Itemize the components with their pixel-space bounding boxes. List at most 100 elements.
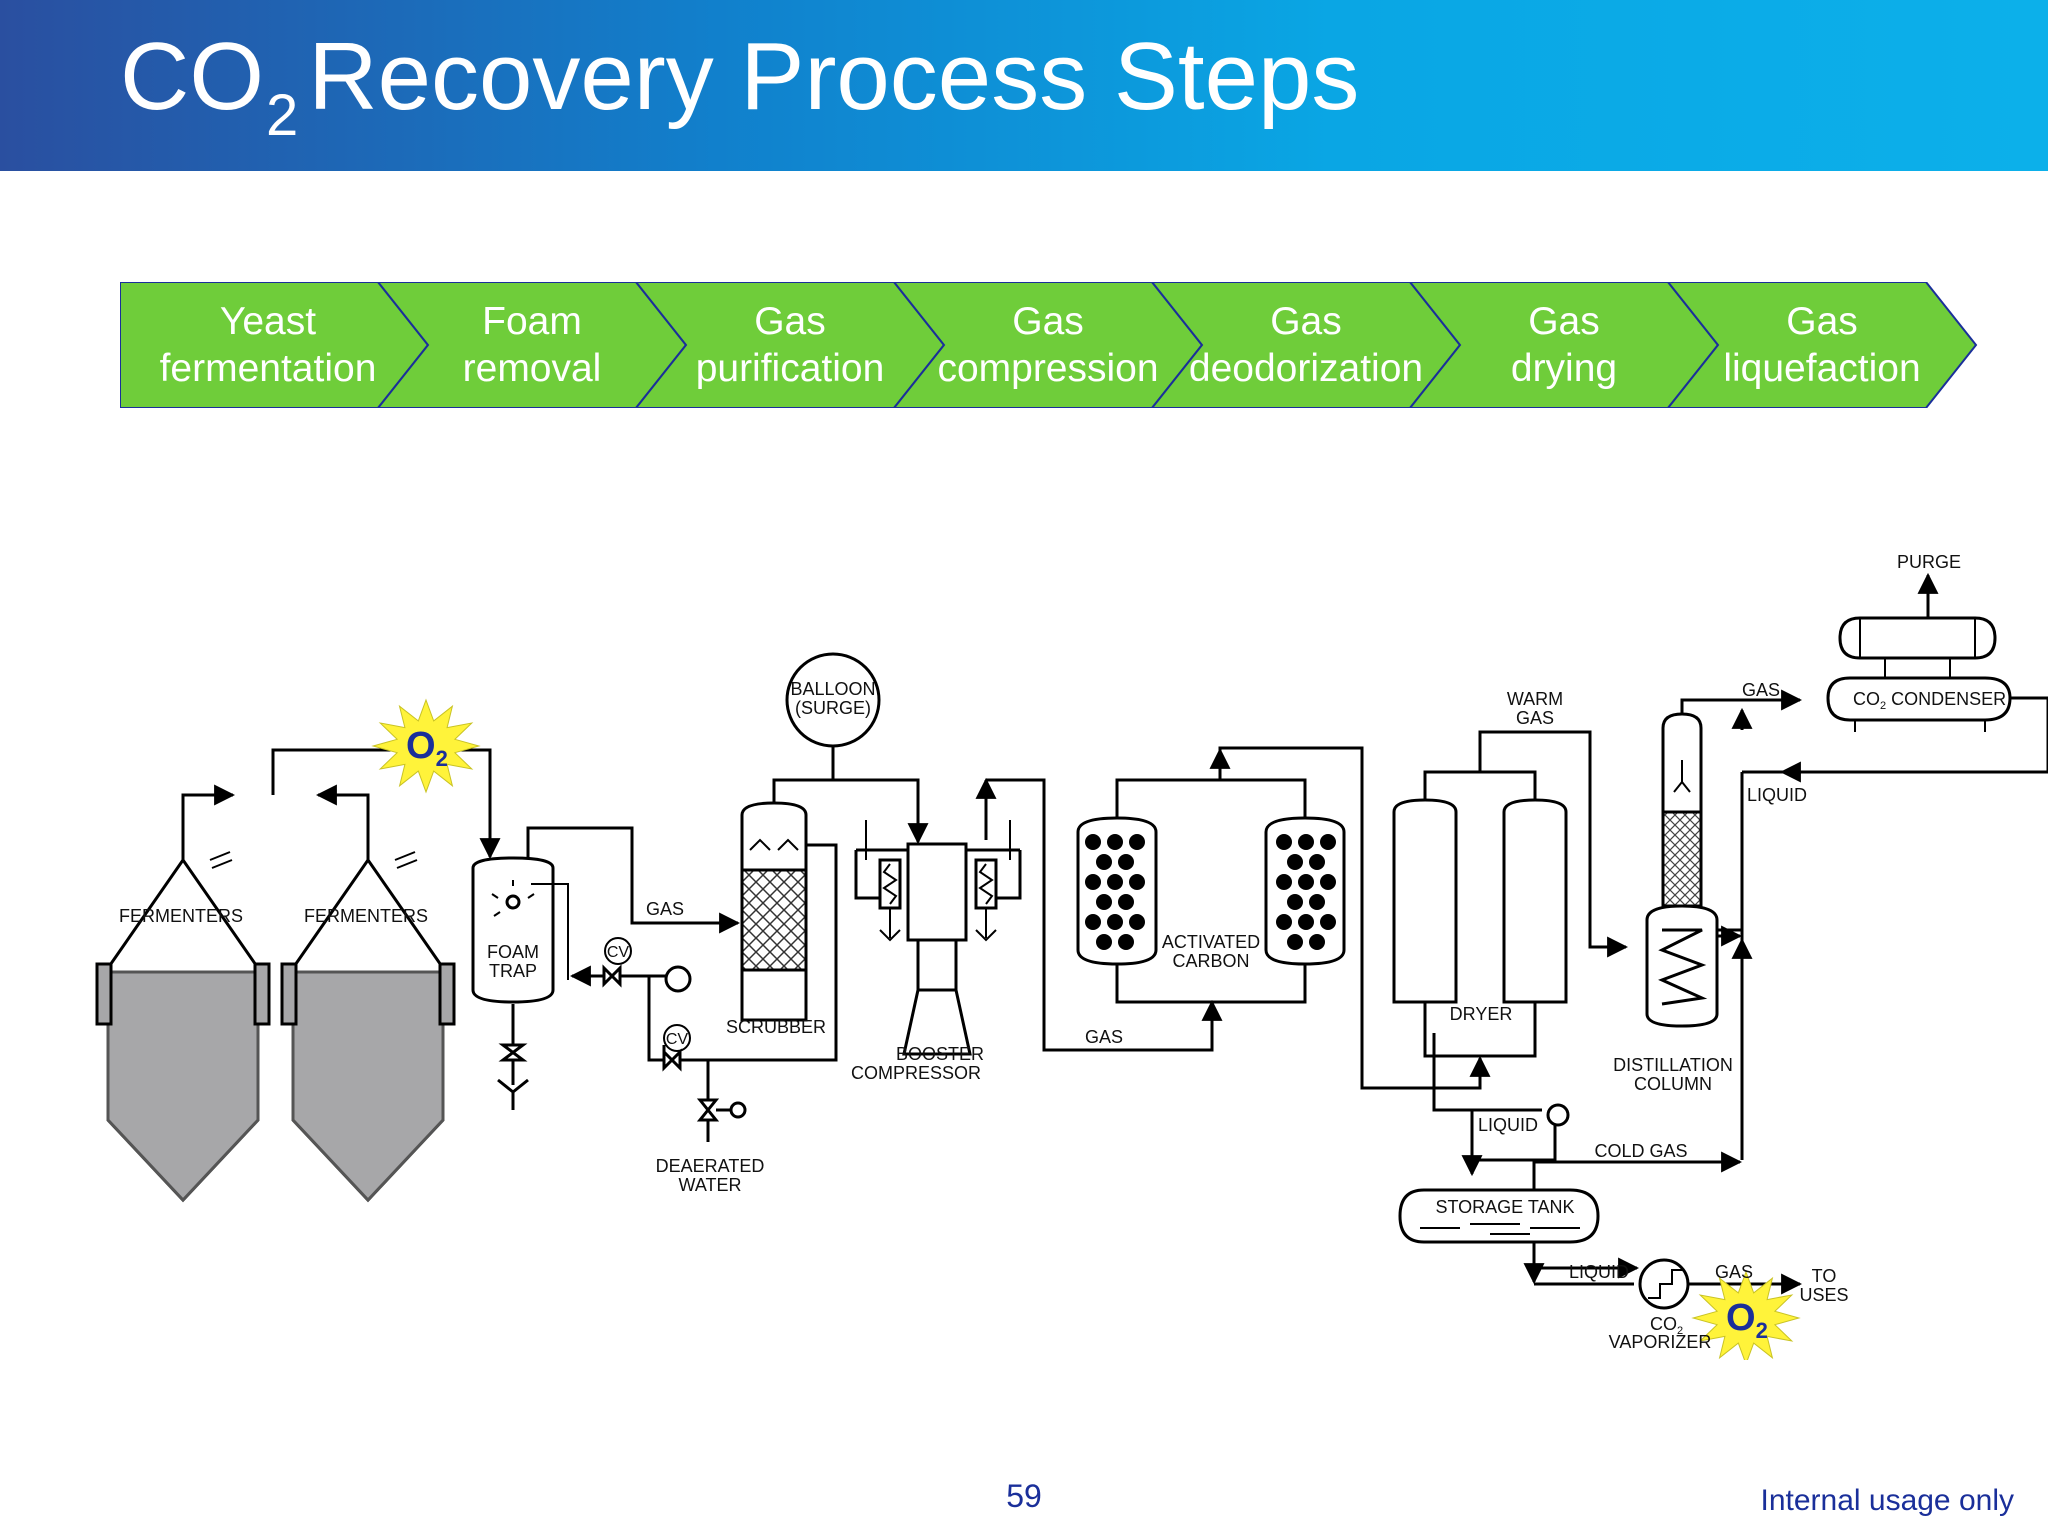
carbon-granule [1298, 874, 1314, 890]
label-gas-3: GAS [1742, 680, 1780, 700]
carbon-granule [1096, 854, 1112, 870]
process-step-label: Gas drying [1510, 300, 1618, 390]
fermenter-2 [280, 851, 456, 1203]
label-dryer: DRYER [1450, 1004, 1513, 1024]
process-step-chevron [1666, 282, 1978, 408]
dryer [1392, 798, 1568, 1004]
page-number: 59 [1006, 1478, 1042, 1514]
carbon-granule [1107, 834, 1123, 850]
title-bar [0, 0, 2048, 171]
label-vaporizer-2: VAPORIZER [1609, 1332, 1712, 1352]
process-step-label: Gas deodorization [1188, 300, 1424, 390]
carbon-granule [1085, 914, 1101, 930]
process-step-chevron [1408, 282, 1720, 408]
label-to-uses-1: TO [1812, 1266, 1837, 1286]
scrubber [740, 801, 808, 1022]
label-balloon-2: (SURGE) [795, 698, 871, 718]
carbon-granule [1118, 934, 1134, 950]
label-storage-tank: STORAGE TANK [1435, 1197, 1574, 1217]
label-deaerated-2: WATER [679, 1175, 742, 1195]
label-distillation-2: COLUMN [1634, 1074, 1712, 1094]
co2-condenser [1826, 616, 2012, 732]
carbon-granule [1320, 914, 1336, 930]
label-condenser: CO2 CONDENSER [1853, 689, 2006, 712]
process-flow-diagram: O2 O2 FERMENTERS FERMENTERS FOAM TRAP GA… [95, 552, 2048, 1360]
carbon-granule [1107, 914, 1123, 930]
carbon-granule [1118, 854, 1134, 870]
process-step-label: Gas liquefaction [1723, 300, 1921, 390]
label-cold-gas: COLD GAS [1594, 1141, 1687, 1161]
label-warm-gas-1: WARM [1507, 689, 1563, 709]
booster-compressor [854, 820, 1022, 1056]
label-vaporizer-1: CO2 [1650, 1314, 1683, 1337]
title-rest: Recovery Process Steps [308, 23, 1360, 130]
fermenter-1 [95, 851, 271, 1203]
carbon-granule [1320, 834, 1336, 850]
label-activated-2: CARBON [1172, 951, 1249, 971]
label-booster-1: BOOSTER [896, 1044, 984, 1064]
co2-vaporizer [1638, 1258, 1690, 1310]
label-scrubber: SCRUBBER [726, 1017, 826, 1037]
label-fermenters-1: FERMENTERS [119, 906, 243, 926]
process-step-label: Gas purification [695, 300, 885, 390]
label-purge: PURGE [1897, 552, 1961, 572]
carbon-granule [1276, 874, 1292, 890]
storage-tank [1398, 1188, 1600, 1244]
label-cv-2: CV [666, 1031, 689, 1048]
process-step-chevron [892, 282, 1204, 408]
carbon-granule [1129, 914, 1145, 930]
o2-label-2: O2 [1726, 1297, 1768, 1343]
label-gas-4: GAS [1715, 1262, 1753, 1282]
o2-burst-1: O2 [371, 698, 481, 794]
process-step-chevron [1150, 282, 1462, 408]
title-subscript: 2 [266, 83, 299, 148]
carbon-granule [1287, 934, 1303, 950]
chevron-group [120, 282, 1978, 408]
label-fermenters-2: FERMENTERS [304, 906, 428, 926]
process-step-chevron [376, 282, 688, 408]
process-step-chevron [634, 282, 946, 408]
label-gas-2: GAS [1085, 1027, 1123, 1047]
label-liquid-3: LIQUID [1569, 1262, 1629, 1282]
process-step-label: Foam removal [462, 300, 602, 390]
process-steps-chevrons [120, 282, 1978, 408]
label-foam-trap-2: TRAP [489, 961, 537, 981]
process-step-label: Gas compression [937, 300, 1159, 390]
label-foam-trap-1: FOAM [487, 942, 539, 962]
carbon-granule [1320, 874, 1336, 890]
carbon-granule [1129, 834, 1145, 850]
distillation-column [1645, 712, 1719, 1028]
label-liquid-2: LIQUID [1478, 1115, 1538, 1135]
carbon-granule [1085, 834, 1101, 850]
title-co: CO [120, 23, 264, 130]
label-deaerated-1: DEAERATED [656, 1156, 765, 1176]
carbon-granules [1085, 834, 1336, 950]
carbon-granule [1287, 894, 1303, 910]
carbon-granule [1276, 914, 1292, 930]
footer-note: Internal usage only [1760, 1484, 2014, 1517]
carbon-granule [1096, 934, 1112, 950]
label-gas-1: GAS [646, 899, 684, 919]
label-activated-1: ACTIVATED [1162, 932, 1260, 952]
label-to-uses-2: USES [1799, 1285, 1848, 1305]
label-warm-gas-2: GAS [1516, 708, 1554, 728]
label-liquid-1: LIQUID [1747, 785, 1807, 805]
carbon-granule [1309, 894, 1325, 910]
carbon-granule [1309, 934, 1325, 950]
carbon-granule [1298, 834, 1314, 850]
o2-burst-2: O2 [1691, 1270, 1801, 1360]
carbon-granule [1096, 894, 1112, 910]
carbon-granule [1107, 874, 1123, 890]
carbon-granule [1118, 894, 1134, 910]
carbon-granule [1298, 914, 1314, 930]
o2-label-1: O2 [406, 725, 448, 771]
carbon-granule [1309, 854, 1325, 870]
foam-trap [471, 856, 569, 1004]
carbon-granule [1129, 874, 1145, 890]
carbon-granule [1287, 854, 1303, 870]
label-cv-1: CV [607, 944, 630, 961]
carbon-granule [1085, 874, 1101, 890]
carbon-granule [1276, 834, 1292, 850]
process-step-label: Yeast fermentation [159, 300, 377, 390]
